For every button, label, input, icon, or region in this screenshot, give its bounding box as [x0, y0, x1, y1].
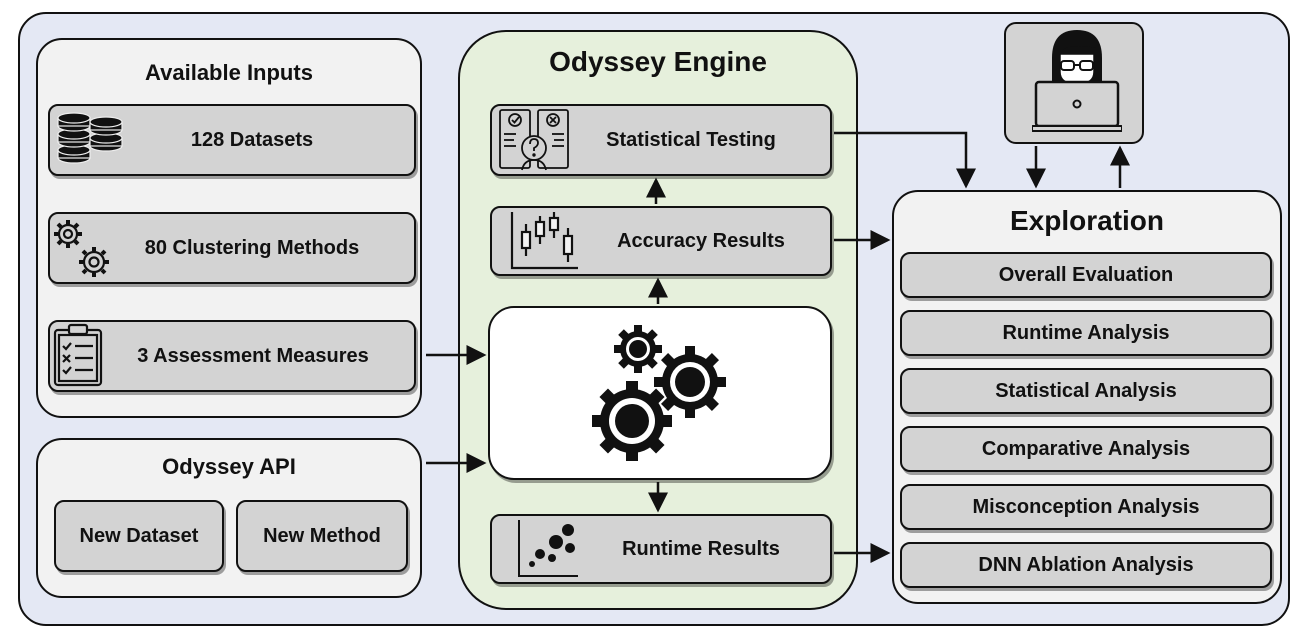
- clustering-methods-box: 80 Clustering Methods: [48, 212, 416, 284]
- runtime-results-box: Runtime Results: [490, 514, 832, 584]
- accuracy-results-box: Accuracy Results: [490, 206, 832, 276]
- assessment-measures-label: 3 Assessment Measures: [137, 344, 369, 367]
- new-method-box: New Method: [236, 500, 408, 572]
- testing-to-exploration-arrow: [834, 131, 976, 189]
- datasets-label: 128 Datasets: [190, 128, 314, 151]
- overall-evaluation-box: Overall Evaluation: [900, 252, 1272, 298]
- statistical-analysis-box: Statistical Analysis: [900, 368, 1272, 414]
- clipboard-checklist-icon: [53, 323, 103, 387]
- person-laptop-icon: [1032, 30, 1122, 132]
- odyssey-engine-title: Odyssey Engine: [549, 46, 767, 77]
- runtime-results-label: Runtime Results: [622, 537, 780, 560]
- odyssey-api-title: Odyssey API: [162, 454, 296, 479]
- statistical-testing-label: Statistical Testing: [606, 128, 776, 151]
- gears-icon: [592, 325, 726, 461]
- comparative-analysis-box: Comparative Analysis: [900, 426, 1272, 472]
- misconception-analysis-box: Misconception Analysis: [900, 484, 1272, 530]
- statistical-testing-icon: [499, 109, 569, 171]
- clustering-methods-label: 80 Clustering Methods: [144, 236, 360, 259]
- available-inputs-title: Available Inputs: [145, 60, 313, 85]
- runtime-analysis-box: Runtime Analysis: [900, 310, 1272, 356]
- statistical-testing-box: Statistical Testing: [490, 104, 832, 176]
- accuracy-results-label: Accuracy Results: [617, 229, 785, 252]
- scatter-plot-icon: [518, 520, 578, 577]
- dnn-ablation-analysis-box: DNN Ablation Analysis: [900, 542, 1272, 588]
- gears-icon: [54, 220, 109, 277]
- database-stack-icon: [57, 112, 123, 164]
- assessment-measures-box: 3 Assessment Measures: [48, 320, 416, 392]
- new-dataset-box: New Dataset: [54, 500, 224, 572]
- candlestick-chart-icon: [510, 212, 578, 270]
- exploration-title: Exploration: [1009, 205, 1164, 236]
